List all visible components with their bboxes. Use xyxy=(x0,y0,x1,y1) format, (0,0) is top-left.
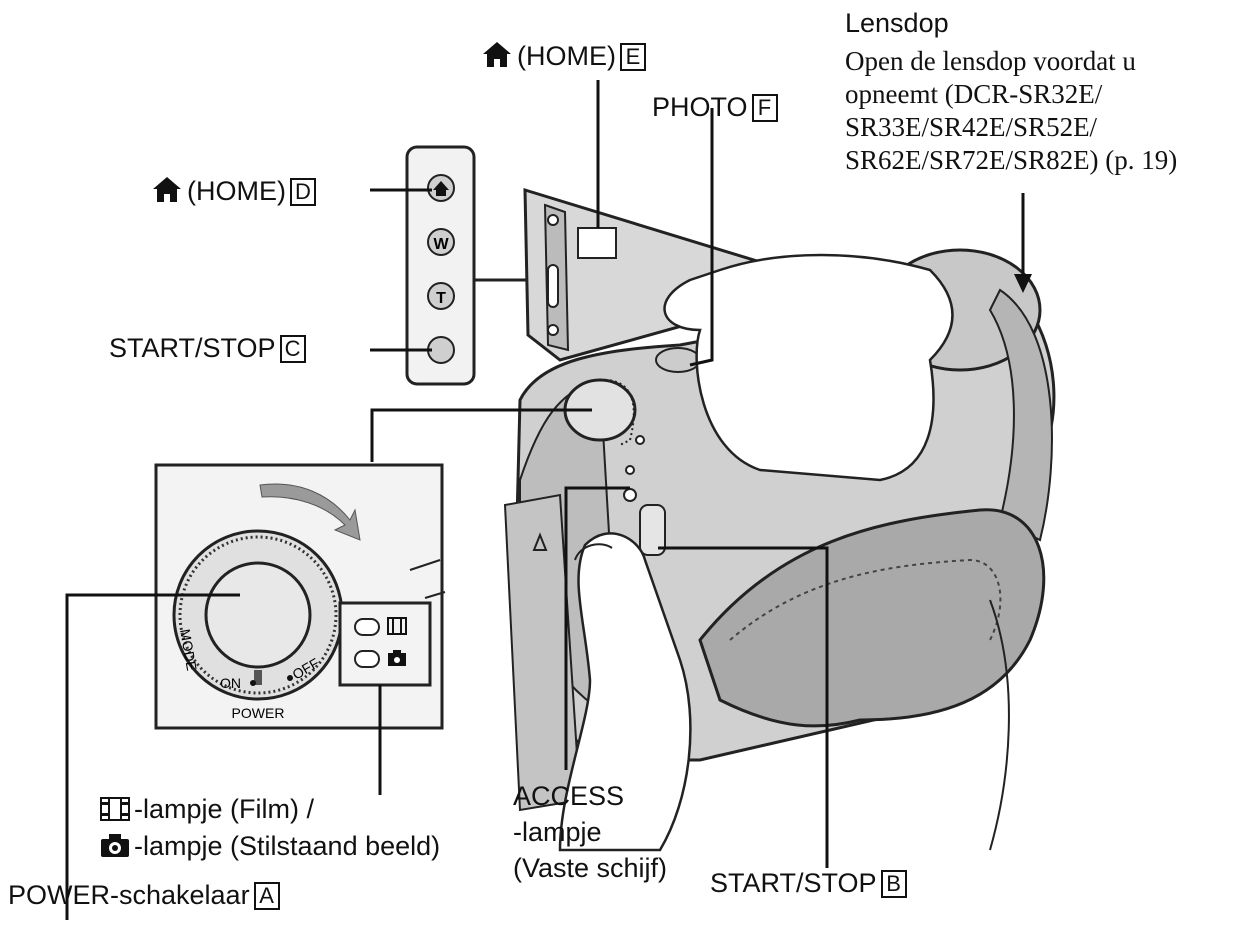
panel-w-button xyxy=(427,228,455,256)
film-icon xyxy=(100,797,130,821)
lcd-button-bottom xyxy=(547,324,559,336)
label-letter-box: F xyxy=(751,94,778,122)
label-lensdop-text: Open de lensdop voordat u opneemt (DCR-S… xyxy=(845,45,1177,177)
button-panel-inset: W T xyxy=(405,145,528,386)
label-still-lamp: -lampje (Stilstaand beeld) xyxy=(100,832,440,860)
panel-t-button xyxy=(427,282,455,310)
access-line: (Vaste schijf) xyxy=(513,853,668,883)
access-line: ACCESS xyxy=(513,781,625,811)
lcd-home-button xyxy=(577,227,617,259)
label-letter-box: D xyxy=(289,178,316,206)
hand-strap xyxy=(698,508,1046,728)
leader-lines xyxy=(65,80,1025,920)
access-line: -lampje xyxy=(513,817,602,847)
inset-dial-knob xyxy=(204,561,312,669)
lcd-zoom-rocker xyxy=(547,264,559,308)
lensdop-line: Open de lensdop voordat u xyxy=(845,46,1136,76)
label-letter-box: B xyxy=(880,870,907,898)
label-home-e: (HOME)E xyxy=(481,40,646,71)
panel-t-letter: T xyxy=(436,290,446,307)
inset-power-text: POWER xyxy=(232,705,285,721)
label-home-d: (HOME)D xyxy=(151,175,316,206)
camera-photo-button xyxy=(655,347,701,373)
lcd-button-top xyxy=(547,214,559,226)
lensdop-line: SR62E/SR72E/SR82E) (p. 19) xyxy=(845,145,1178,175)
inset-lamp-box xyxy=(338,601,432,687)
lensdop-line: opneemt (DCR-SR32E/ xyxy=(845,79,1103,109)
label-letter-box: E xyxy=(619,43,646,71)
label-access-lamp: ACCESS -lampje (Vaste schijf) xyxy=(513,778,667,886)
lensdop-line: SR33E/SR42E/SR52E/ xyxy=(845,112,1098,142)
inset-on-text: ON xyxy=(220,675,241,691)
camera-access-lamp xyxy=(623,488,637,502)
inset-mode-text: MODE xyxy=(177,628,200,672)
panel-w-letter: W xyxy=(433,236,449,253)
camera-start-stop-switch xyxy=(639,504,666,556)
inset-camera-icon xyxy=(388,650,406,666)
label-lensdop-title: Lensdop xyxy=(845,8,949,38)
label-film-lamp: -lampje (Film) / xyxy=(100,796,314,823)
lensdop-arrow xyxy=(1014,274,1032,293)
home-icon xyxy=(483,42,511,67)
hand-top xyxy=(663,253,954,482)
label-letter-box: C xyxy=(279,335,306,363)
inset-film-icon xyxy=(387,617,407,635)
label-letter-box: A xyxy=(253,882,280,910)
camera-icon xyxy=(101,834,129,857)
lcd-panel xyxy=(523,187,777,362)
thumb xyxy=(558,532,692,852)
home-icon xyxy=(153,177,181,202)
